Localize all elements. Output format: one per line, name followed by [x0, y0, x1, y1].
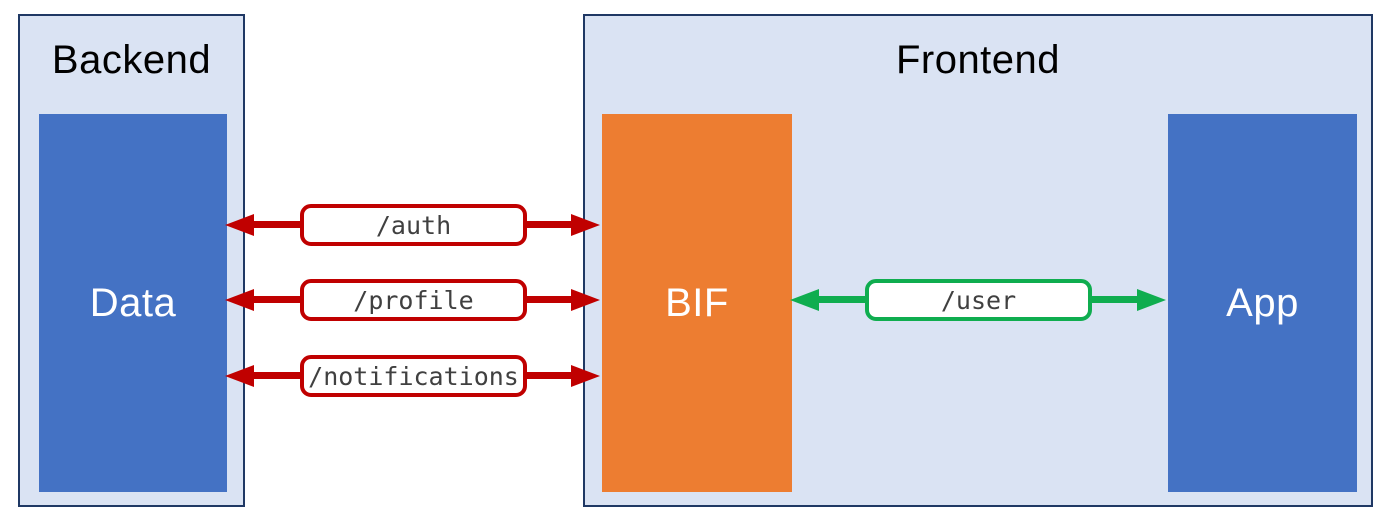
data-node-label: Data [89, 280, 177, 325]
arrowhead-left-icon [225, 365, 254, 387]
arrowhead-right-icon [571, 289, 600, 311]
arrowhead-left-icon [225, 289, 254, 311]
profile-connection-arrow: /profile [225, 279, 600, 321]
data-node: Data [39, 114, 227, 492]
profile-endpoint-label: /profile [300, 279, 527, 321]
app-node-label: App [1226, 280, 1299, 325]
app-node: App [1168, 114, 1357, 492]
user-connection-arrow: /user [790, 279, 1166, 321]
backend-container: Backend Data [18, 14, 245, 507]
arrowhead-right-icon [571, 214, 600, 236]
bif-node-label: BIF [665, 280, 729, 325]
user-endpoint-label: /user [865, 279, 1092, 321]
arrowhead-left-icon [225, 214, 254, 236]
arrowhead-right-icon [571, 365, 600, 387]
backend-title: Backend [51, 38, 212, 82]
auth-connection-arrow: /auth [225, 204, 600, 246]
arrowhead-right-icon [1137, 289, 1166, 311]
arrowhead-left-icon [790, 289, 819, 311]
auth-endpoint-label: /auth [300, 204, 527, 246]
bif-node: BIF [602, 114, 792, 492]
frontend-title: Frontend [895, 38, 1061, 82]
frontend-container: Frontend BIF App [583, 14, 1373, 507]
notifications-connection-arrow: /notifications [225, 355, 600, 397]
notifications-endpoint-label: /notifications [300, 355, 527, 397]
